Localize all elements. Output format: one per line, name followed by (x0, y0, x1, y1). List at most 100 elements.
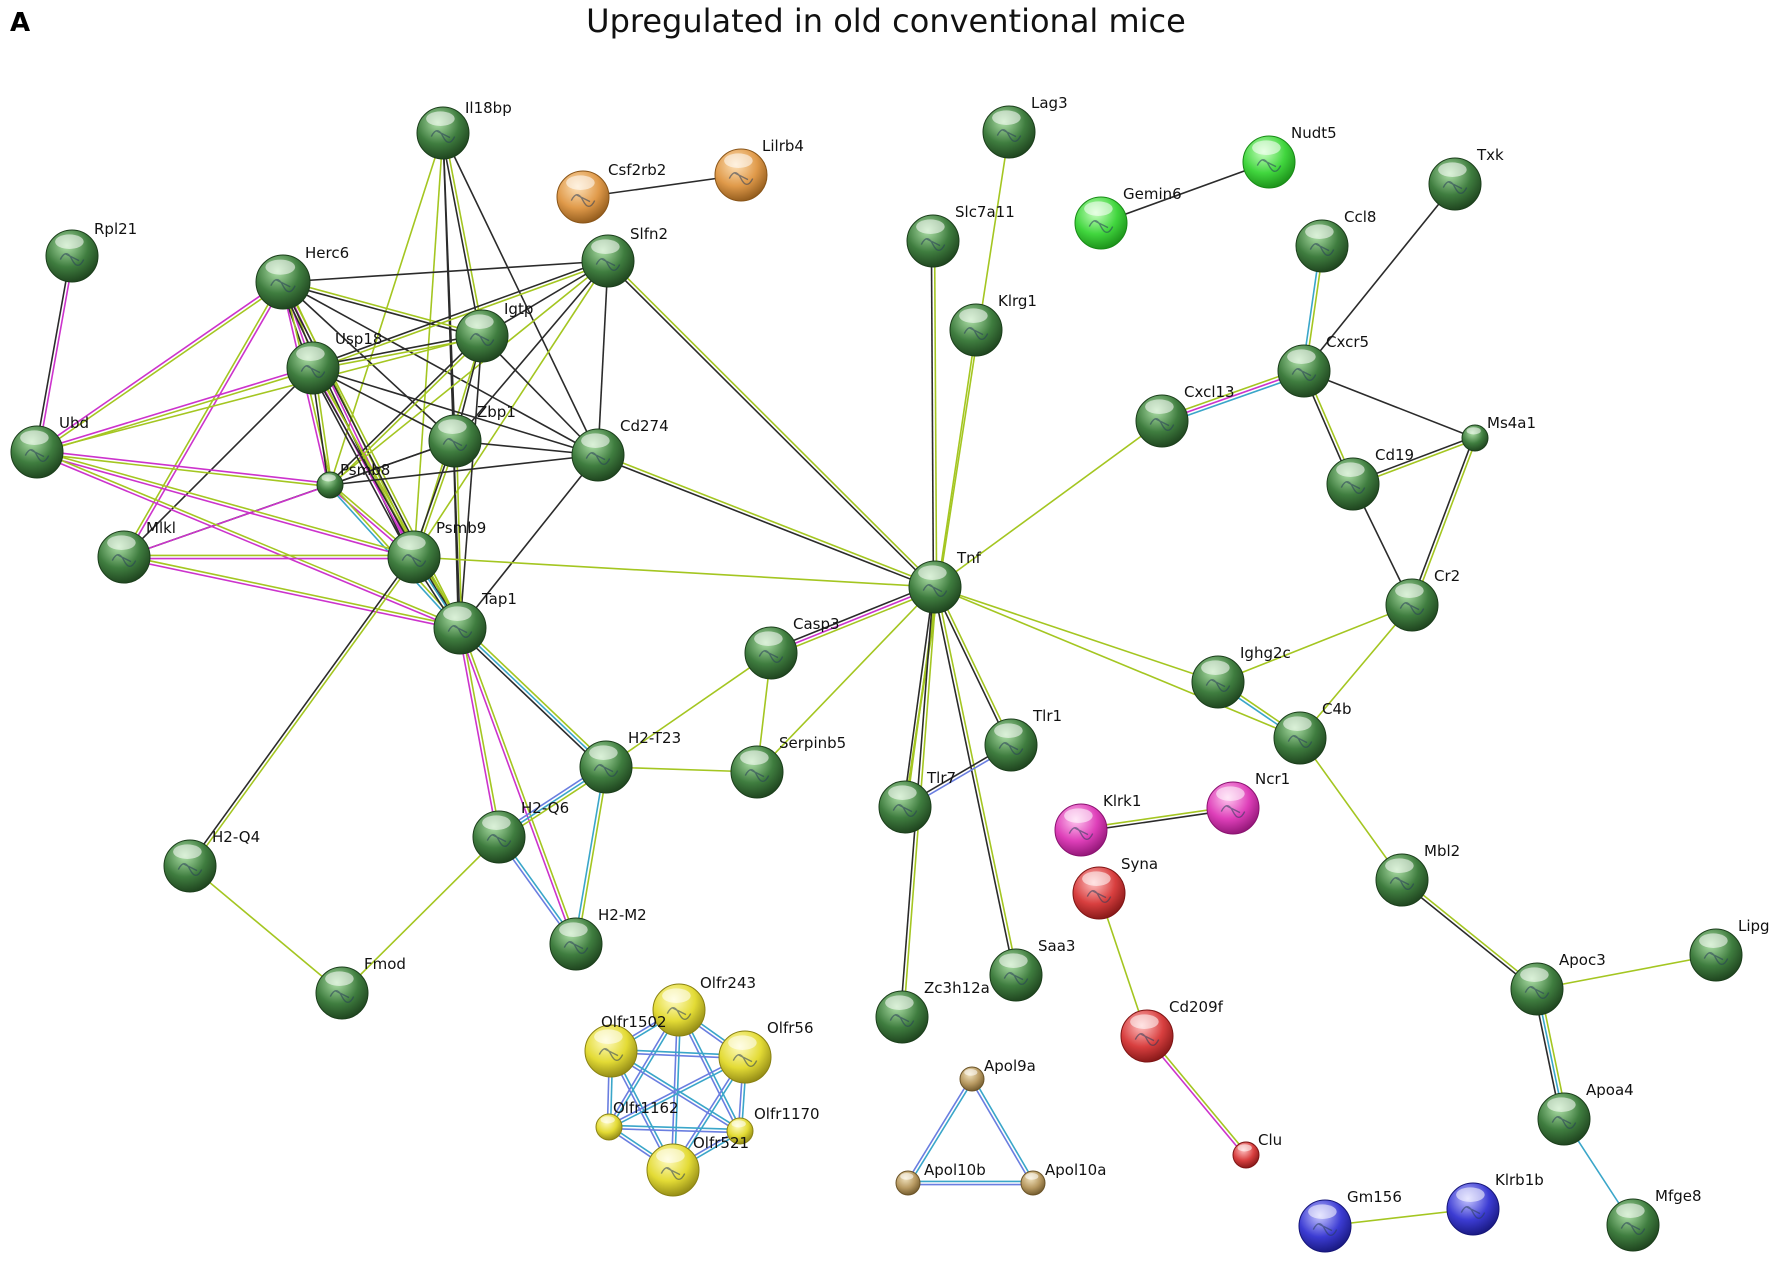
edge-line-black (1303, 183, 1456, 372)
node-txk[interactable]: Txk (1428, 146, 1504, 211)
protein-structure-icon (660, 1166, 686, 1181)
node-psmb9[interactable]: Psmb9 (387, 519, 486, 584)
node-label: Apol9a (984, 1057, 1036, 1075)
node-lag3[interactable]: Lag3 (982, 94, 1068, 159)
edge-olfr1162-olfr1170 (608, 1124, 741, 1134)
edge-line-black (769, 583, 935, 651)
node-label: Lag3 (1031, 94, 1068, 112)
node-ighg2c[interactable]: Ighg2c (1191, 644, 1291, 709)
node-ccl8[interactable]: Ccl8 (1295, 208, 1376, 273)
node-apoc3[interactable]: Apoc3 (1510, 951, 1606, 1016)
node-tlr1[interactable]: Tlr1 (984, 707, 1062, 772)
edge-line-magenta (123, 484, 331, 558)
node-tnf[interactable]: Tnf (908, 549, 982, 614)
node-saa3[interactable]: Saa3 (989, 937, 1075, 1002)
node-lipg[interactable]: Lipg (1689, 917, 1770, 982)
node-gm156[interactable]: Gm156 (1298, 1188, 1402, 1253)
node-olfr521[interactable]: Olfr521 (646, 1134, 749, 1197)
node-psmb8[interactable]: Psmb8 (316, 461, 390, 499)
edge-line-cyan (972, 1077, 1036, 1183)
node-slc7a11[interactable]: Slc7a11 (906, 203, 1015, 268)
node-highlight (443, 606, 472, 621)
node-label: Ms4a1 (1487, 414, 1536, 432)
node-cd209f[interactable]: Cd209f (1120, 998, 1224, 1063)
node-apol10b[interactable]: Apol10b (895, 1161, 986, 1196)
node-highlight (325, 971, 354, 986)
node-rpl21[interactable]: Rpl21 (45, 220, 137, 283)
node-tlr7[interactable]: Tlr7 (878, 769, 956, 834)
node-ubd[interactable]: Ubd (10, 414, 89, 479)
node-highlight (55, 234, 84, 249)
edge-line-lime (413, 260, 609, 558)
node-lilrb4[interactable]: Lilrb4 (714, 137, 804, 202)
node-il18bp[interactable]: Il18bp (416, 99, 512, 160)
node-h2-q4[interactable]: H2-Q4 (163, 828, 260, 893)
protein-structure-icon (1340, 480, 1366, 495)
node-c4b[interactable]: C4b (1273, 700, 1352, 765)
node-mbl2[interactable]: Mbl2 (1375, 842, 1460, 907)
node-clu[interactable]: Clu (1232, 1131, 1282, 1169)
node-apol10a[interactable]: Apol10a (1020, 1161, 1106, 1196)
node-tap1[interactable]: Tap1 (433, 590, 517, 655)
node-mlkl[interactable]: Mlkl (97, 519, 176, 584)
node-highlight (1084, 201, 1113, 216)
edge-psmb8-cd274 (329, 454, 599, 486)
node-cd19[interactable]: Cd19 (1326, 446, 1414, 511)
node-syna[interactable]: Syna (1072, 855, 1158, 920)
node-klrk1[interactable]: Klrk1 (1054, 792, 1141, 857)
node-label: Mfge8 (1655, 1187, 1702, 1205)
node-slfn2[interactable]: Slfn2 (581, 225, 668, 288)
node-serpinb5[interactable]: Serpinb5 (730, 734, 846, 799)
node-cxcl13[interactable]: Cxcl13 (1135, 383, 1235, 448)
node-olfr1162[interactable]: Olfr1162 (595, 1099, 679, 1141)
edge-line-black (932, 587, 1016, 976)
node-olfr243[interactable]: Olfr243 (652, 974, 756, 1037)
edge-line-lime (461, 625, 609, 766)
node-fmod[interactable]: Fmod (315, 955, 406, 1020)
node-zbp1[interactable]: Zbp1 (428, 403, 516, 468)
node-klrg1[interactable]: Klrg1 (949, 292, 1037, 357)
node-ms4a1[interactable]: Ms4a1 (1461, 414, 1536, 452)
edge-line-lime (1217, 604, 1413, 683)
edge-line-lime (330, 336, 484, 487)
node-highlight (662, 988, 691, 1003)
node-cd274[interactable]: Cd274 (571, 417, 669, 482)
node-h2-t23[interactable]: H2-T23 (579, 729, 681, 794)
node-zc3h12a[interactable]: Zc3h12a (875, 979, 990, 1044)
node-h2-m2[interactable]: H2-M2 (549, 906, 647, 971)
edge-apoc3-lipg (1536, 954, 1717, 990)
node-nudt5[interactable]: Nudt5 (1242, 124, 1337, 189)
node-label: Zbp1 (477, 403, 516, 421)
edge-txk-cxcr5 (1303, 183, 1456, 372)
node-olfr1502[interactable]: Olfr1502 (584, 1013, 667, 1078)
node-label: H2-M2 (598, 906, 647, 924)
node-apol9a[interactable]: Apol9a (959, 1057, 1036, 1092)
edge-herc6-slfn2 (282, 260, 609, 283)
node-gemin6[interactable]: Gemin6 (1074, 185, 1182, 250)
node-olfr1170[interactable]: Olfr1170 (726, 1105, 820, 1145)
edge-line-black (282, 281, 599, 456)
edge-line-black (932, 587, 1011, 747)
node-cr2[interactable]: Cr2 (1385, 567, 1460, 632)
edge-line-black (452, 441, 460, 629)
edge-apol9a-apol10a (969, 1077, 1036, 1185)
node-label: Cxcr5 (1326, 333, 1369, 351)
node-klrb1b[interactable]: Klrb1b (1446, 1171, 1544, 1236)
node-olfr56[interactable]: Olfr56 (718, 1019, 814, 1084)
node-herc6[interactable]: Herc6 (255, 244, 349, 310)
edge-line-lime (313, 261, 609, 371)
node-label: Tlr1 (1032, 707, 1062, 725)
edge-line-black (442, 132, 461, 629)
node-usp18[interactable]: Usp18 (286, 330, 382, 395)
node-casp3[interactable]: Casp3 (744, 615, 840, 680)
node-igtp[interactable]: Igtp (455, 300, 533, 363)
node-mfge8[interactable]: Mfge8 (1606, 1187, 1702, 1252)
node-apoa4[interactable]: Apoa4 (1537, 1081, 1634, 1146)
node-cxcr5[interactable]: Cxcr5 (1277, 333, 1369, 398)
protein-structure-icon (744, 768, 770, 783)
node-h2-q6[interactable]: H2-Q6 (472, 799, 569, 864)
node-csf2rb2[interactable]: Csf2rb2 (556, 161, 666, 224)
edge-line-black (1100, 161, 1270, 224)
node-ncr1[interactable]: Ncr1 (1206, 770, 1290, 835)
protein-structure-icon (595, 257, 621, 272)
